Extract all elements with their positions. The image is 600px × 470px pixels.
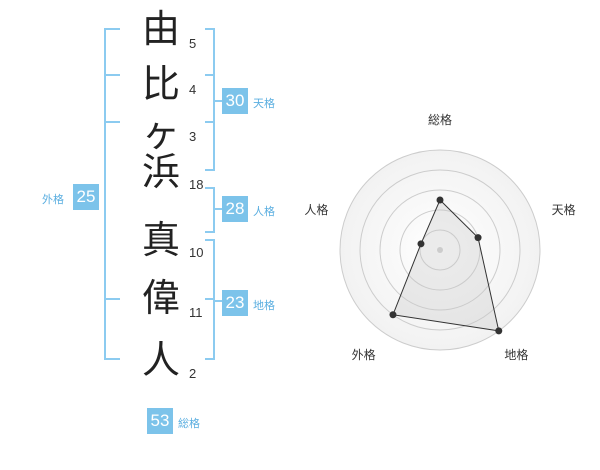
gaikaku-value: 25 <box>73 184 99 210</box>
name-char-2: 比 <box>141 62 180 106</box>
radar-point-4 <box>389 311 397 319</box>
name-char-4: 浜 <box>141 150 180 194</box>
soukaku-value: 53 <box>147 408 173 434</box>
gaikaku-bracket <box>104 28 120 360</box>
radar-axis-label-4: 外格 <box>352 347 376 362</box>
radar-grid-ring-2 <box>399 209 481 291</box>
stroke-count-1: 5 <box>189 36 197 51</box>
chikaku-label: 地格 <box>253 299 275 312</box>
jinkaku-value: 28 <box>222 196 248 222</box>
radar-axis-label-3: 地格 <box>504 347 528 362</box>
radar-grid-ring-3 <box>379 189 501 311</box>
name-char-1: 由 <box>141 7 180 51</box>
radar-point-3 <box>495 327 503 335</box>
soukaku-label: 総格 <box>178 417 200 430</box>
radar-point-1 <box>436 196 444 204</box>
stroke-count-4: 18 <box>189 177 204 192</box>
stroke-count-7: 2 <box>189 366 197 381</box>
tenkaku-bracket <box>205 28 215 171</box>
name-char-3: ヶ <box>141 111 180 155</box>
radar-data-polygon <box>392 199 500 332</box>
gaikaku-label: 外格 <box>42 193 64 206</box>
radar-grid-ring-4 <box>359 169 521 331</box>
radar-axis-label-2: 天格 <box>552 202 576 217</box>
radar-grid-ring-1 <box>419 229 461 271</box>
radar-point-5 <box>417 240 425 248</box>
tenkaku-label: 天格 <box>253 97 275 110</box>
name-char-7: 人 <box>141 338 180 382</box>
jinkaku-label: 人格 <box>253 205 275 218</box>
chikaku-value: 23 <box>222 290 248 316</box>
stroke-count-5: 10 <box>189 245 204 260</box>
stroke-count-3: 3 <box>189 129 197 144</box>
tenkaku-value: 30 <box>222 88 248 114</box>
name-char-5: 真 <box>141 218 180 262</box>
name-char-6: 偉 <box>141 276 180 320</box>
radar-axis-label-1: 総格 <box>428 112 452 127</box>
radar-axis-label-5: 人格 <box>304 202 328 217</box>
stroke-count-6: 11 <box>189 305 203 320</box>
radar-point-2 <box>474 234 482 242</box>
radar-center-dot <box>437 247 443 253</box>
stroke-count-2: 4 <box>189 82 197 97</box>
radar-grid-ring-5 <box>339 149 541 351</box>
